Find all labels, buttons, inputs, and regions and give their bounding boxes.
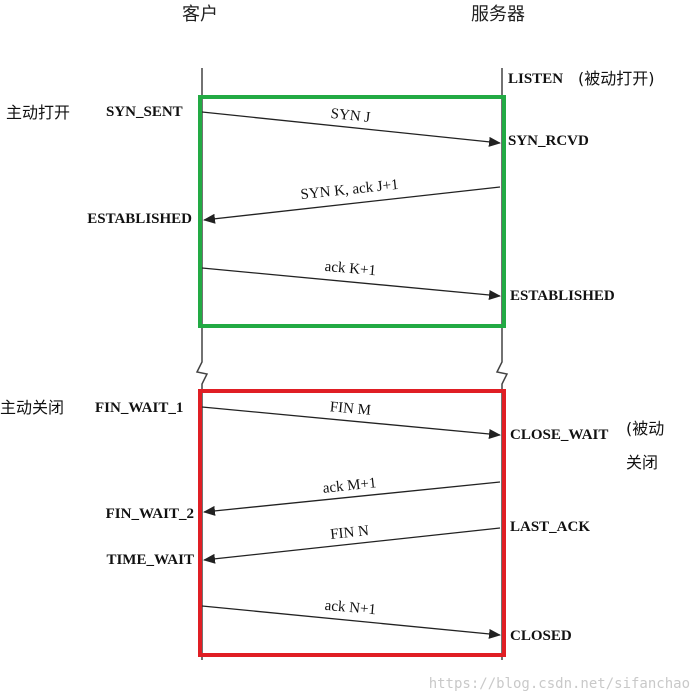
watermark: https://blog.csdn.net/sifanchao (429, 676, 690, 692)
server-state-close-wait: CLOSE_WAIT (510, 427, 608, 443)
ack-m-label: ack M+1 (322, 475, 377, 497)
ack-k-label: ack K+1 (324, 259, 377, 279)
server-header: 服务器 (471, 4, 525, 25)
syn-j-label: SYN J (330, 106, 371, 126)
teardown-box (198, 389, 506, 657)
server-close-wait-note-2: 关闭 (626, 453, 658, 472)
client-state-time-wait: TIME_WAIT (106, 552, 194, 568)
fin-m-label: FIN M (329, 399, 372, 419)
client-active-close-note: 主动关闭 (0, 398, 64, 417)
server-state-closed: CLOSED (510, 628, 572, 644)
ack-k-arrow (201, 267, 501, 300)
handshake-box (198, 95, 506, 328)
server-state-listen: LISTEN (508, 71, 563, 87)
ack-n-label: ack N+1 (324, 598, 377, 618)
syn-j-arrow (201, 111, 501, 147)
ack-n-arrow (201, 605, 501, 639)
fin-n-arrow (203, 527, 501, 564)
server-listen-note: (被动打开) (578, 69, 655, 88)
client-active-open-note: 主动打开 (6, 103, 70, 122)
fin-m-arrow (201, 406, 501, 439)
ack-m-arrow (203, 481, 501, 516)
fin-n-label: FIN N (329, 523, 369, 543)
client-state-fin-wait-1: FIN_WAIT_1 (95, 400, 183, 416)
syn-ack-arrow (203, 186, 501, 224)
server-state-established: ESTABLISHED (510, 288, 615, 304)
client-state-syn-sent: SYN_SENT (106, 104, 183, 120)
server-state-last-ack: LAST_ACK (510, 519, 590, 535)
syn-ack-label: SYN K, ack J+1 (300, 177, 400, 203)
server-state-syn-rcvd: SYN_RCVD (508, 133, 589, 149)
client-header: 客户 (182, 4, 218, 25)
client-state-fin-wait-2: FIN_WAIT_2 (106, 506, 194, 522)
server-close-wait-note-1: (被动 (626, 419, 664, 438)
client-state-established: ESTABLISHED (87, 211, 192, 227)
